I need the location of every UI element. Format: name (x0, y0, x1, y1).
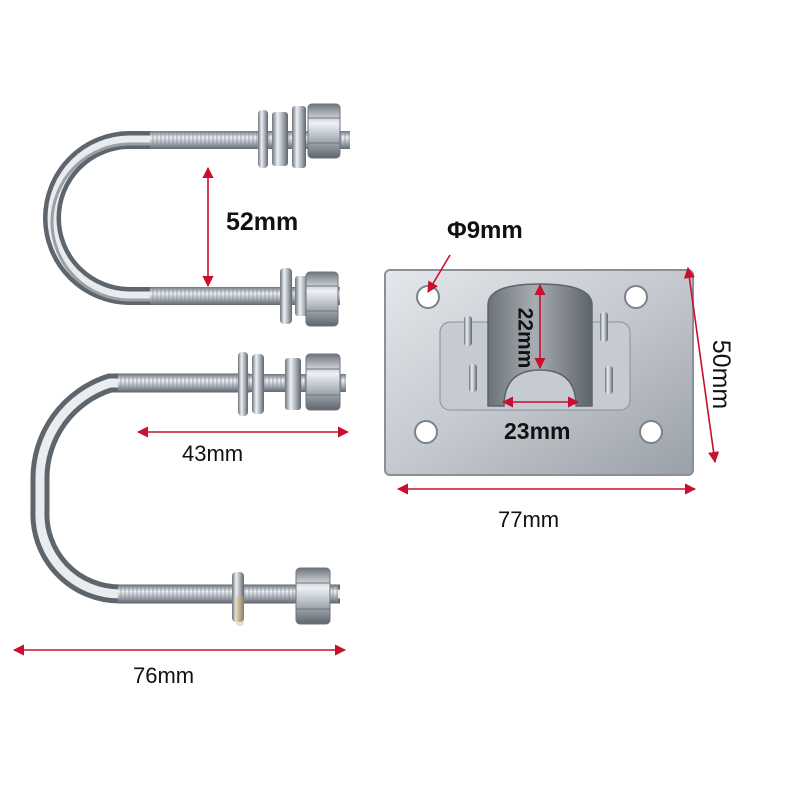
label-43mm: 43mm (182, 441, 244, 466)
label-phi9mm: Φ9mm (447, 217, 523, 244)
arrow-50mm (683, 266, 720, 464)
label-77mm: 77mm (498, 507, 560, 532)
dimension-arrows (12, 166, 720, 656)
label-22mm: 22mm (513, 307, 537, 369)
label-23mm: 23mm (504, 418, 571, 444)
label-76mm: 76mm (133, 663, 195, 688)
label-52mm: 52mm (226, 208, 299, 236)
small-u-bolt (43, 103, 350, 327)
label-50mm: 50mm (707, 339, 736, 410)
large-u-bolt (30, 352, 346, 626)
arrow-phi9mm (427, 254, 451, 293)
